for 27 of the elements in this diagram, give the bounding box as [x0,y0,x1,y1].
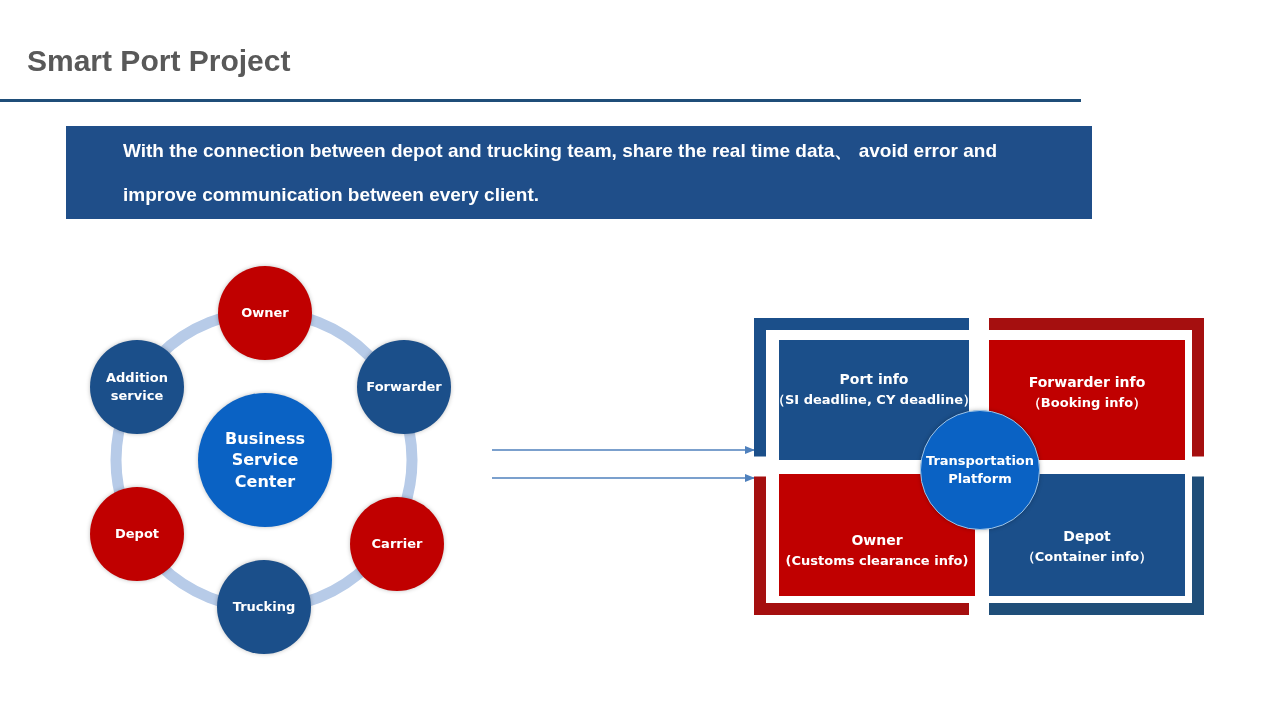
info-title: Forwarder info [1028,372,1146,392]
info-detail: （Booking info） [1027,393,1147,412]
node-label: Transportation Platform [924,452,1036,488]
info-detail: （SI deadline, CY deadline） [772,390,977,409]
slide-title: Smart Port Project [27,44,291,78]
node-label: Trucking [232,598,296,616]
info-title: Depot [1063,526,1111,546]
circle-node [350,497,444,591]
banner-text: With the connection between depot and trucking team, share the real time data、 avoid error and improve communication between every client. [66,126,1092,219]
circle-node [357,340,451,434]
node-label: Addition service [105,369,169,405]
info-title: Port info [839,369,909,389]
info-title: Owner [851,530,903,550]
node-label: Business Service Center [224,427,306,493]
arrow [491,474,755,482]
info-detail: （Container info） [1021,547,1153,566]
quadrant-frame [754,318,1204,615]
circle-node [90,340,184,434]
circle-node [90,487,184,581]
arrow [491,446,755,454]
node-label: Forwarder [366,378,442,396]
info-detail: (Customs clearance info) [785,551,969,570]
node-label: Carrier [371,535,423,553]
circle-node [218,266,312,360]
node-label: Owner [241,304,289,322]
node-label: Depot [114,525,160,543]
circle-node [217,560,311,654]
